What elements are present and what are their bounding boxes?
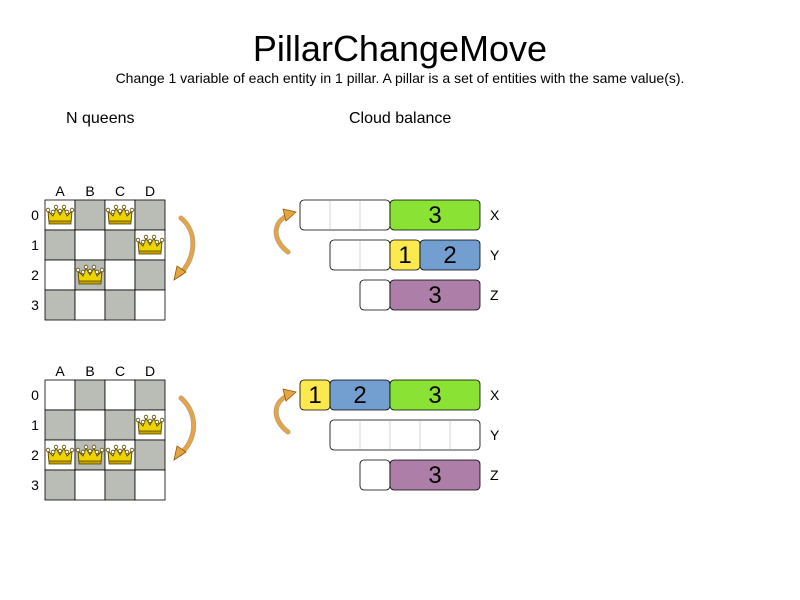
- board-cell: [134, 259, 166, 291]
- board-cell: [44, 409, 76, 441]
- computer-label: Y: [490, 427, 500, 443]
- process-label: 2: [353, 382, 366, 409]
- board-row-label: 3: [31, 477, 39, 493]
- board-cell: [104, 379, 136, 411]
- board-cell: [74, 199, 106, 231]
- board-column-label: C: [115, 363, 125, 379]
- computer-y: Y: [329, 419, 500, 451]
- nqueens-move-arrow-icon: [173, 215, 196, 281]
- process-label: 2: [443, 242, 456, 269]
- computer-empty-capacity: [329, 419, 481, 451]
- process-block: [419, 239, 481, 271]
- board-cell: [134, 469, 166, 501]
- board-cell: [74, 379, 106, 411]
- computer-x: 1 2 3 X: [299, 379, 500, 411]
- board-cell: [44, 259, 76, 291]
- board-cell: [44, 289, 76, 321]
- computer-empty-capacity: [359, 459, 391, 491]
- cloud-move-arrow-icon: [273, 208, 297, 255]
- board-cell: [134, 379, 166, 411]
- board-cell: [74, 469, 106, 501]
- nqueens-move-arrow-icon: [173, 395, 197, 461]
- computer-y: 1 2 Y: [329, 239, 500, 271]
- page-title: PillarChangeMove: [252, 28, 548, 69]
- board-row-label: 0: [31, 207, 39, 223]
- cloud-balance-section-label: Cloud balance: [349, 110, 452, 127]
- board-column-label: D: [145, 183, 155, 199]
- board-column-label: D: [145, 363, 155, 379]
- process-label: 3: [428, 202, 441, 229]
- computer-empty-capacity: [359, 279, 391, 311]
- board-cell: [104, 259, 136, 291]
- page-subtitle: Change 1 variable of each entity in 1 pi…: [115, 70, 685, 86]
- nqueens-board-after: A B C D 0 1 2 3: [31, 363, 166, 501]
- board-column-label: B: [85, 363, 94, 379]
- process-label: 1: [398, 242, 411, 269]
- computer-label: X: [490, 207, 500, 223]
- board-cell: [74, 229, 106, 261]
- board-cell: [74, 289, 106, 321]
- board-column-label: B: [85, 183, 94, 199]
- board-cell: [44, 229, 76, 261]
- computer-label: Y: [490, 247, 500, 263]
- board-cell: [104, 289, 136, 321]
- board-cell: [134, 439, 166, 471]
- process-block: [389, 199, 481, 231]
- board-cell: [74, 409, 106, 441]
- board-row-label: 0: [31, 387, 39, 403]
- board-column-label: C: [115, 183, 125, 199]
- board-column-label: A: [55, 183, 65, 199]
- board-cell: [134, 199, 166, 231]
- cloud-move-arrow-icon: [273, 388, 297, 435]
- board-row-label: 2: [31, 267, 39, 283]
- nqueens-section-label: N queens: [66, 110, 135, 127]
- board-cell: [104, 409, 136, 441]
- board-row-label: 1: [31, 237, 39, 253]
- process-label: 3: [428, 382, 441, 409]
- process-block: [389, 279, 481, 311]
- computer-label: Z: [490, 287, 499, 303]
- process-label: 1: [308, 382, 321, 409]
- computer-label: Z: [490, 467, 499, 483]
- board-column-label: A: [55, 363, 65, 379]
- process-block: [389, 459, 481, 491]
- board-cell: [104, 469, 136, 501]
- computer-label: X: [490, 387, 500, 403]
- board-cell: [44, 379, 76, 411]
- process-label: 3: [428, 462, 441, 489]
- board-cell: [104, 229, 136, 261]
- board-cell: [134, 289, 166, 321]
- computer-empty-capacity: [299, 199, 391, 231]
- board-row-label: 2: [31, 447, 39, 463]
- board-row-label: 3: [31, 297, 39, 313]
- process-label: 3: [428, 282, 441, 309]
- nqueens-board-before: A B C D 0 1 2 3: [31, 183, 166, 321]
- process-block: [389, 379, 481, 411]
- board-cell: [44, 469, 76, 501]
- board-row-label: 1: [31, 417, 39, 433]
